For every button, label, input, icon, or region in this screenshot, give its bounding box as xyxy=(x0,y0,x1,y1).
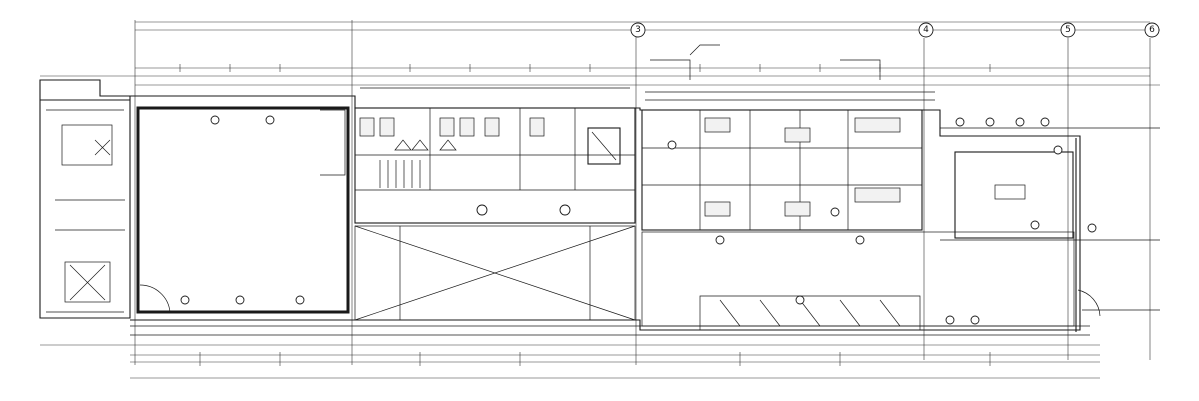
grid-marker-6: 6 xyxy=(1144,22,1160,38)
east-wing xyxy=(641,109,1101,332)
west-room xyxy=(136,106,350,314)
grid-markers: 3 4 5 6 xyxy=(630,22,1160,38)
grid-marker-4: 4 xyxy=(918,22,934,38)
central-core xyxy=(354,107,636,224)
grid-marker-3-label: 3 xyxy=(635,25,641,35)
annotation-linework xyxy=(360,44,1160,311)
grid-marker-6-label: 6 xyxy=(1149,25,1155,35)
grid-marker-4-label: 4 xyxy=(923,25,929,35)
grid-marker-5: 5 xyxy=(1060,22,1076,38)
grid-marker-3: 3 xyxy=(630,22,646,38)
equipment-tags xyxy=(667,117,1097,325)
central-hall xyxy=(354,225,636,321)
west-core xyxy=(55,124,125,303)
dimension-lines xyxy=(40,20,1160,379)
grid-marker-5-label: 5 xyxy=(1065,25,1071,35)
exterior-walls xyxy=(39,79,1090,336)
